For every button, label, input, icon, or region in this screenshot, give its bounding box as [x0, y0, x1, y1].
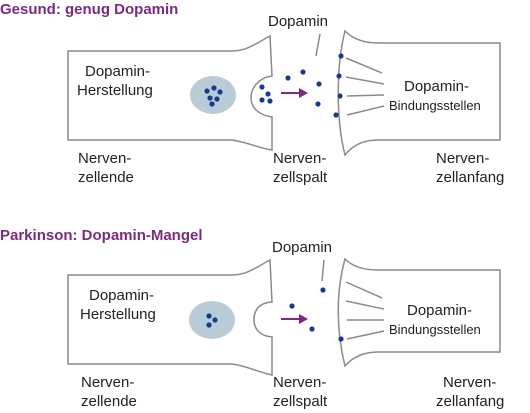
dopamine-dot — [207, 95, 213, 101]
right-cell-label-line2: Bindungsstellen — [389, 98, 481, 113]
dopamine-dot — [265, 91, 271, 97]
release-arrowhead — [299, 88, 308, 98]
bottom-label-middle-line1: Nerven- — [273, 150, 326, 167]
bottom-label-left-line2: zellende — [81, 393, 137, 410]
bottom-label-right-line1: Nerven- — [443, 374, 496, 391]
bottom-label-right-line2: zellanfang — [436, 393, 504, 410]
dopamine-pointer — [315, 33, 321, 57]
postsynaptic-terminal — [337, 29, 501, 157]
postsynaptic-terminal — [337, 257, 501, 368]
dopamine-dot — [316, 81, 322, 87]
vesicle-dopamine-dots — [204, 85, 223, 107]
vesicle — [190, 76, 236, 114]
dopamine-dot — [309, 326, 315, 332]
dopamine-dot — [338, 53, 344, 59]
bottom-label-left-line1: Nerven- — [78, 150, 131, 167]
right-cell-label-line2: Bindungsstellen — [389, 322, 481, 337]
left-cell-label-line1: Dopamin- — [85, 63, 150, 80]
dopamine-dot — [289, 303, 295, 309]
bottom-label-middle-line2: zellspalt — [273, 393, 328, 410]
release-arrowhead — [299, 314, 308, 324]
dopamine-dot — [212, 317, 218, 323]
dopamine-dot — [206, 322, 212, 328]
presynaptic-terminal — [67, 258, 273, 376]
dopamine-dot — [333, 112, 339, 118]
dopamine-dot — [336, 73, 342, 79]
right-cell-label-line1: Dopamin- — [407, 302, 472, 319]
vesicle-dopamine-dots — [206, 313, 218, 328]
bottom-label-middle-line2: zellspalt — [273, 169, 328, 186]
dopamine-dot — [214, 96, 220, 102]
dopamine-dot — [337, 93, 343, 99]
left-cell-label-line2: Herstellung — [77, 82, 153, 99]
dopamine-dot — [204, 88, 210, 94]
panel-title: Gesund: genug Dopamin — [0, 1, 178, 18]
dopamine-dot — [285, 75, 291, 81]
bottom-label-left-line2: zellende — [78, 169, 134, 186]
dopamine-dot — [300, 69, 306, 75]
dopamine-pointer — [321, 259, 325, 282]
panel-parkinson: Parkinson: Dopamin-Mangel Dopamin — [0, 227, 504, 410]
dopamine-dot — [320, 287, 326, 293]
dopamine-dot — [206, 313, 212, 319]
dopamine-dot — [267, 98, 273, 104]
dopamine-dot — [209, 101, 215, 107]
dopamine-dot — [211, 85, 217, 91]
bottom-label-middle-line1: Nerven- — [273, 374, 326, 391]
dopamine-dot — [315, 101, 321, 107]
receptor-lines — [345, 281, 385, 340]
dopamine-dot — [259, 84, 265, 90]
dopamine-label: Dopamin — [272, 239, 332, 256]
bottom-label-right-line2: zellanfang — [436, 169, 504, 186]
left-cell-label-line2: Herstellung — [80, 306, 156, 323]
dopamine-dot — [338, 336, 344, 342]
right-cell-label-line1: Dopamin- — [404, 78, 469, 95]
bottom-label-right-line1: Nerven- — [436, 150, 489, 167]
dopamine-label: Dopamin — [268, 13, 328, 30]
dopamine-dot — [217, 89, 223, 95]
panel-title: Parkinson: Dopamin-Mangel — [0, 227, 203, 244]
presynaptic-terminal — [67, 34, 273, 151]
bottom-label-left-line1: Nerven- — [81, 374, 134, 391]
dopamine-dot — [259, 97, 265, 103]
vesicle — [189, 301, 235, 339]
panel-healthy: Gesund: genug Dopamin Dopamin — [0, 1, 504, 186]
receptor-lines — [345, 57, 385, 116]
left-cell-label-line1: Dopamin- — [89, 287, 154, 304]
